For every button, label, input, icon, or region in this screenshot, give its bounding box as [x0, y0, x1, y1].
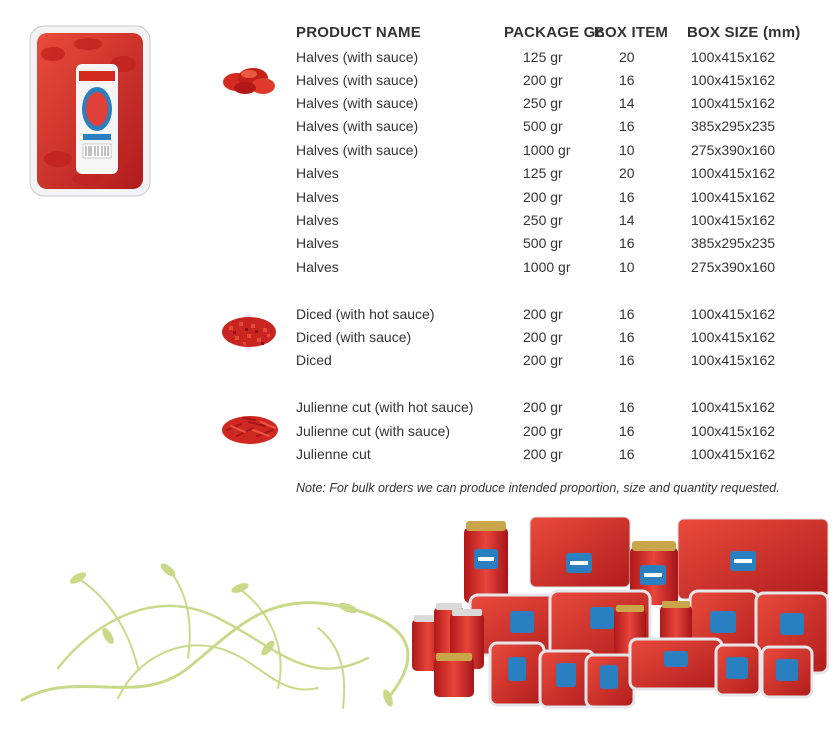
- product-assortment-image: [410, 515, 830, 711]
- package-gr: 1000 gr: [523, 259, 571, 275]
- package-gr: 125 gr: [523, 165, 563, 181]
- table-row: Halves (with sauce) 200 gr 16 100x415x16…: [0, 72, 837, 95]
- box-size: 100x415x162: [691, 72, 776, 88]
- box-size: 100x415x162: [691, 95, 776, 111]
- product-name: Halves (with sauce): [296, 118, 419, 134]
- product-name: Diced (with sauce): [296, 329, 412, 345]
- tomato-halves-image: [219, 60, 279, 100]
- table-row: Julienne cut (with hot sauce) 200 gr 16 …: [0, 399, 837, 422]
- table-row: Halves (with sauce) 1000 gr 10 275x390x1…: [0, 142, 837, 165]
- table-row: Halves (with sauce) 250 gr 14 100x415x16…: [0, 95, 837, 118]
- box-size: 100x415x162: [691, 399, 776, 415]
- table-row: Halves 125 gr 20 100x415x162: [0, 165, 837, 188]
- box-item: 16: [619, 118, 635, 134]
- box-item: 10: [619, 142, 635, 158]
- product-name: Halves (with sauce): [296, 49, 419, 65]
- package-gr: 1000 gr: [523, 142, 571, 158]
- package-gr: 200 gr: [523, 72, 563, 88]
- box-size: 100x415x162: [691, 352, 776, 368]
- box-size: 100x415x162: [691, 446, 776, 462]
- box-size: 100x415x162: [691, 329, 776, 345]
- product-name: Julienne cut (with hot sauce): [296, 399, 474, 415]
- product-name: Halves (with sauce): [296, 142, 419, 158]
- product-package-image: [28, 24, 152, 198]
- table-row: Halves 500 gr 16 385x295x235: [0, 235, 837, 258]
- package-gr: 200 gr: [523, 352, 563, 368]
- box-size: 385x295x235: [691, 118, 776, 134]
- table-row: Julienne cut 200 gr 16 100x415x162: [0, 446, 837, 469]
- table-row: Julienne cut (with sauce) 200 gr 16 100x…: [0, 423, 837, 446]
- decorative-swirl: [18, 548, 420, 718]
- box-item: 14: [619, 212, 635, 228]
- package-gr: 500 gr: [523, 235, 563, 251]
- box-item: 16: [619, 306, 635, 322]
- tomato-diced-image: [219, 310, 279, 352]
- box-item: 16: [619, 446, 635, 462]
- product-name: Diced (with hot sauce): [296, 306, 435, 322]
- box-item: 16: [619, 235, 635, 251]
- product-name: Halves (with sauce): [296, 72, 419, 88]
- product-name: Halves (with sauce): [296, 95, 419, 111]
- package-gr: 125 gr: [523, 49, 563, 65]
- package-gr: 200 gr: [523, 306, 563, 322]
- table-row: Halves 1000 gr 10 275x390x160: [0, 259, 837, 282]
- table-row: Halves 200 gr 16 100x415x162: [0, 189, 837, 212]
- box-size: 100x415x162: [691, 423, 776, 439]
- product-name: Halves: [296, 259, 339, 275]
- box-item: 10: [619, 259, 635, 275]
- box-item: 16: [619, 352, 635, 368]
- product-name: Julienne cut: [296, 446, 371, 462]
- table-row: Diced 200 gr 16 100x415x162: [0, 352, 837, 375]
- package-gr: 250 gr: [523, 212, 563, 228]
- box-item: 16: [619, 189, 635, 205]
- product-name: Halves: [296, 189, 339, 205]
- package-gr: 250 gr: [523, 95, 563, 111]
- box-size: 100x415x162: [691, 165, 776, 181]
- package-gr: 200 gr: [523, 423, 563, 439]
- box-item: 14: [619, 95, 635, 111]
- box-size: 385x295x235: [691, 235, 776, 251]
- package-gr: 200 gr: [523, 189, 563, 205]
- product-name: Halves: [296, 165, 339, 181]
- tomato-julienne-image: [219, 406, 281, 448]
- table-row: Diced (with sauce) 200 gr 16 100x415x162: [0, 329, 837, 352]
- box-item: 16: [619, 399, 635, 415]
- table-row: Halves (with sauce) 125 gr 20 100x415x16…: [0, 49, 837, 72]
- header-box-item: BOX ITEM: [594, 24, 669, 41]
- bulk-order-note: Note: For bulk orders we can produce int…: [296, 481, 780, 495]
- header-box-size: BOX SIZE (mm): [687, 24, 801, 41]
- product-name: Halves: [296, 212, 339, 228]
- box-size: 100x415x162: [691, 306, 776, 322]
- header-product-name: PRODUCT NAME: [296, 24, 421, 41]
- package-gr: 200 gr: [523, 329, 563, 345]
- package-gr: 200 gr: [523, 446, 563, 462]
- box-size: 100x415x162: [691, 189, 776, 205]
- table-row: Halves (with sauce) 500 gr 16 385x295x23…: [0, 118, 837, 141]
- box-item: 20: [619, 165, 635, 181]
- box-size: 275x390x160: [691, 142, 776, 158]
- product-name: Diced: [296, 352, 332, 368]
- table-row: Diced (with hot sauce) 200 gr 16 100x415…: [0, 306, 837, 329]
- box-item: 16: [619, 423, 635, 439]
- package-gr: 200 gr: [523, 399, 563, 415]
- box-size: 275x390x160: [691, 259, 776, 275]
- product-name: Halves: [296, 235, 339, 251]
- box-size: 100x415x162: [691, 49, 776, 65]
- box-item: 20: [619, 49, 635, 65]
- product-name: Julienne cut (with sauce): [296, 423, 451, 439]
- header-package: PACKAGE Gr.: [504, 24, 606, 41]
- table-row: Halves 250 gr 14 100x415x162: [0, 212, 837, 235]
- package-gr: 500 gr: [523, 118, 563, 134]
- box-item: 16: [619, 72, 635, 88]
- box-size: 100x415x162: [691, 212, 776, 228]
- box-item: 16: [619, 329, 635, 345]
